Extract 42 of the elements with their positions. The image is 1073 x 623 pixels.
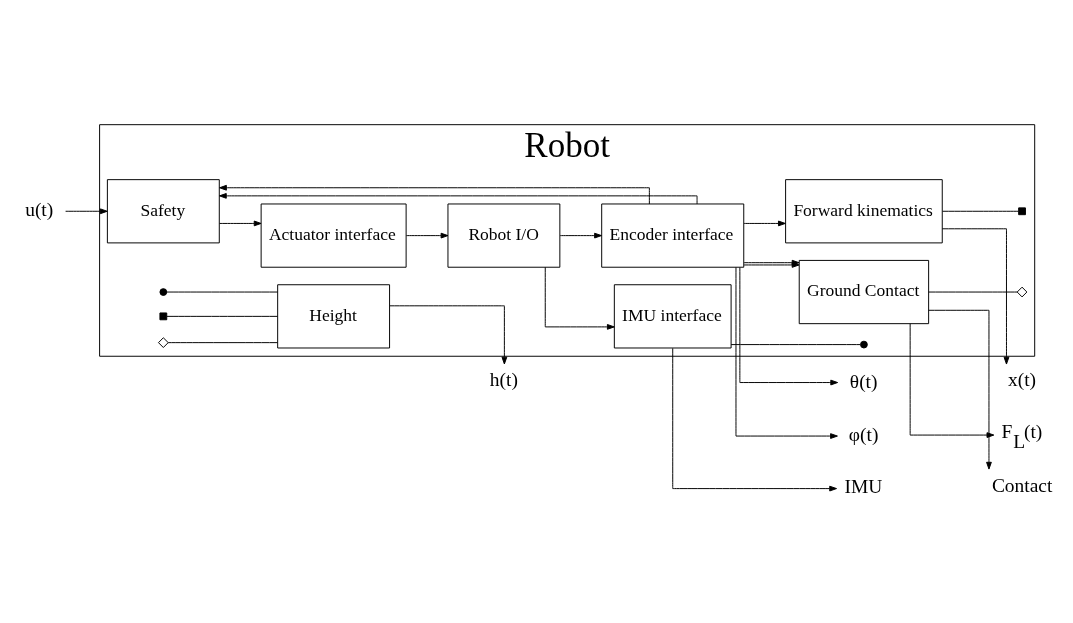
- connector: [730, 344, 861, 346]
- node-diamond: [1016, 286, 1028, 298]
- node-text: φ(t): [848, 423, 879, 445]
- node-circle: [860, 340, 868, 349]
- connector: [166, 315, 279, 317]
- arrow: [941, 228, 1010, 365]
- connector: [928, 291, 1018, 293]
- connector: [942, 210, 1019, 212]
- arrow: [743, 220, 786, 227]
- arrow: [739, 267, 839, 386]
- arrow: [672, 347, 838, 492]
- arrow: [219, 220, 262, 227]
- node-box: IMU interface: [613, 284, 732, 349]
- node-box: Forward kinematics: [785, 179, 943, 244]
- node-box: Ground Contact: [798, 259, 930, 325]
- connector: [166, 291, 279, 293]
- node-box: Height: [277, 284, 391, 349]
- node-box: Actuator interface: [260, 203, 407, 268]
- node-text: θ(t): [849, 371, 878, 393]
- node-text: IMU: [844, 476, 883, 498]
- node-text: u(t): [25, 199, 54, 221]
- node-box: Encoder interface: [601, 203, 745, 268]
- arrow: [928, 309, 992, 470]
- arrow: [559, 232, 602, 239]
- arrow: [405, 232, 449, 239]
- arrow: [218, 193, 698, 205]
- node-box: Safety: [106, 179, 220, 244]
- arrow: [544, 266, 615, 330]
- arrow: [65, 208, 108, 215]
- node-text: h(t): [489, 369, 518, 391]
- arrow: [219, 184, 650, 205]
- node-diamond: [158, 337, 169, 348]
- arrow: [389, 305, 508, 365]
- node-box: [159, 312, 168, 321]
- arrow: [735, 266, 838, 439]
- connector: [167, 342, 278, 344]
- node-box: [1018, 207, 1026, 216]
- node-box: Robot I/O: [447, 203, 561, 268]
- node-text: Contact: [991, 474, 1053, 496]
- node-circle: [159, 288, 168, 296]
- node-text: x(t): [1007, 369, 1037, 391]
- arrow: [909, 323, 995, 438]
